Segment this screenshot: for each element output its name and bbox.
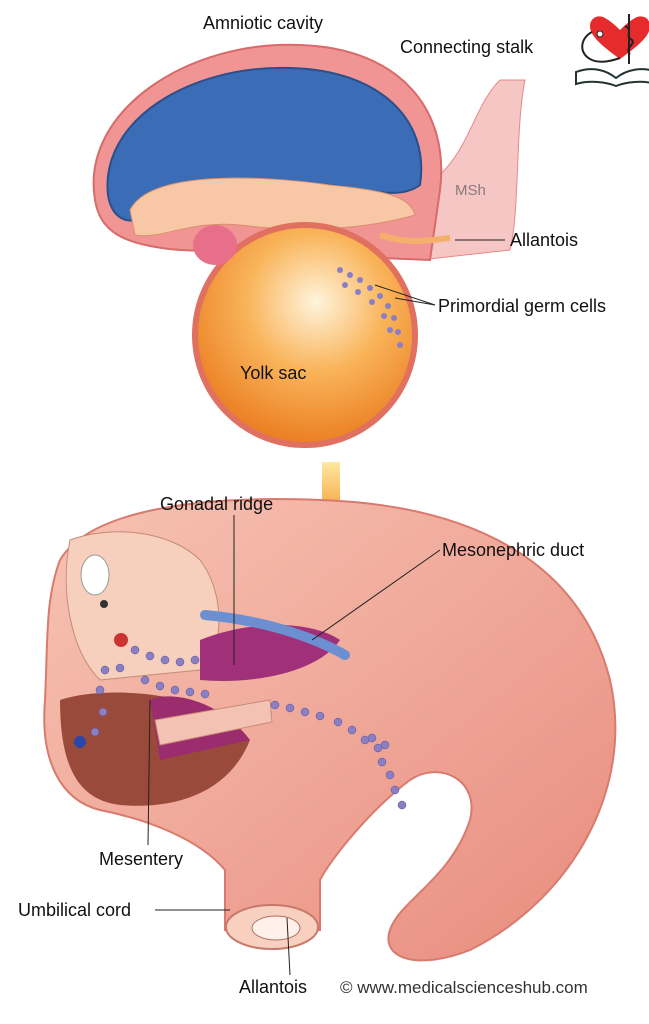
aorta — [114, 633, 128, 647]
label-umbilical-cord: Umbilical cord — [18, 900, 132, 920]
early-embryo — [92, 43, 526, 448]
label-mesonephric-duct: Mesonephric duct — [442, 540, 585, 560]
later-embryo — [43, 498, 617, 976]
germ-cells-bottom — [90, 645, 407, 810]
germ-cells-top — [337, 267, 403, 348]
connecting-stalk — [419, 79, 526, 261]
medical-sciences-hub-logo — [575, 14, 649, 88]
embryonic-disc — [129, 177, 416, 237]
watermark: © www.medicalscienceshub.com — [340, 978, 588, 997]
label-connecting-stalk: Connecting stalk — [400, 37, 534, 57]
label-mesentery: Mesentery — [99, 849, 184, 869]
label-amniotic-cavity: Amniotic cavity — [203, 13, 324, 33]
label-primordial-germ-cells: Primordial germ cells — [438, 296, 607, 316]
label-yolk-sac: Yolk sac — [240, 363, 307, 383]
blue-vessel — [74, 736, 86, 748]
label-gonadal-ridge: Gonadal ridge — [160, 494, 274, 514]
gut-tube — [154, 699, 273, 746]
label-allantois-top: Allantois — [510, 230, 579, 250]
cardiac-bulge — [193, 225, 237, 265]
mesonephric-duct-shape — [200, 610, 350, 660]
allantois-tube — [379, 232, 451, 245]
label-msh: MSh — [455, 182, 486, 199]
label-allantois-bottom: Allantois — [239, 977, 308, 997]
